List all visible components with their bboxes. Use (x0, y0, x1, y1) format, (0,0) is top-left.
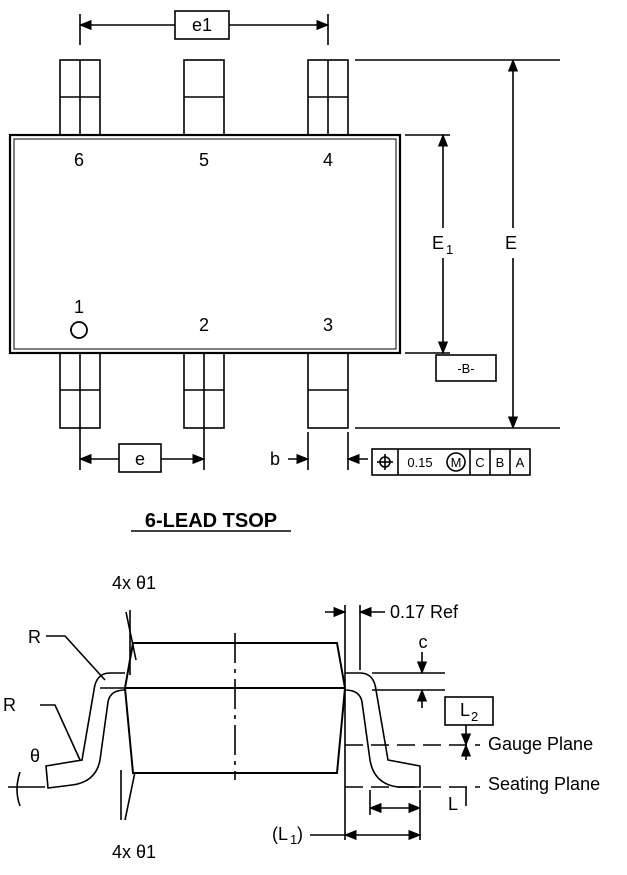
pin-label-4: 4 (323, 150, 333, 170)
fcf-modifier: M (451, 455, 462, 470)
mmc-symbol-icon (446, 452, 466, 472)
feature-control-frame (371, 448, 531, 476)
label-L2-subscript: 2 (471, 709, 478, 724)
datum-b-box (435, 354, 497, 382)
label-b: b (270, 449, 280, 469)
top-leads (59, 59, 349, 136)
label-theta1-top: 4x θ1 (112, 573, 156, 593)
label-c: c (419, 632, 428, 652)
side-view (8, 605, 494, 841)
pin-label-2: 2 (199, 315, 209, 335)
e-box (118, 443, 162, 473)
pin-label-3: 3 (323, 315, 333, 335)
fcf-tolerance: 0.15 (407, 455, 432, 470)
right-lead (344, 672, 421, 788)
l2-box (444, 696, 494, 726)
label-theta: θ (30, 746, 40, 766)
label-seating-plane: Seating Plane (488, 774, 600, 794)
label-E1-subscript: 1 (446, 242, 453, 257)
pin-label-6: 6 (74, 150, 84, 170)
label-E: E (505, 233, 517, 253)
pin1-marker (70, 321, 88, 339)
bottom-leads (59, 352, 349, 440)
label-L1-close: ) (297, 824, 303, 844)
pin-label-5: 5 (199, 150, 209, 170)
label-L2: L (460, 700, 470, 720)
label-e1: e1 (192, 15, 212, 35)
pin-label-1: 1 (74, 297, 84, 317)
left-lead (45, 672, 126, 789)
label-R-lower: R (3, 695, 16, 715)
label-L: L (448, 794, 458, 814)
label-theta1-bottom: 4x θ1 (112, 842, 156, 862)
label-L1: (L (272, 824, 288, 844)
package-title: 6-LEAD TSOP (145, 510, 277, 532)
label-e: e (135, 449, 145, 469)
top-view (8, 10, 560, 476)
fcf-datum-a: A (516, 455, 525, 470)
label-017-ref: 0.17 Ref (390, 602, 459, 622)
fcf-datum-c: C (475, 455, 484, 470)
label-R-upper: R (28, 627, 41, 647)
label-gauge-plane: Gauge Plane (488, 734, 593, 754)
fcf-datum-b: B (496, 455, 505, 470)
label-E1: E (432, 233, 444, 253)
label-L1-subscript: 1 (290, 832, 297, 847)
e1-box (174, 10, 230, 40)
label-datum-b: -B- (457, 361, 474, 376)
